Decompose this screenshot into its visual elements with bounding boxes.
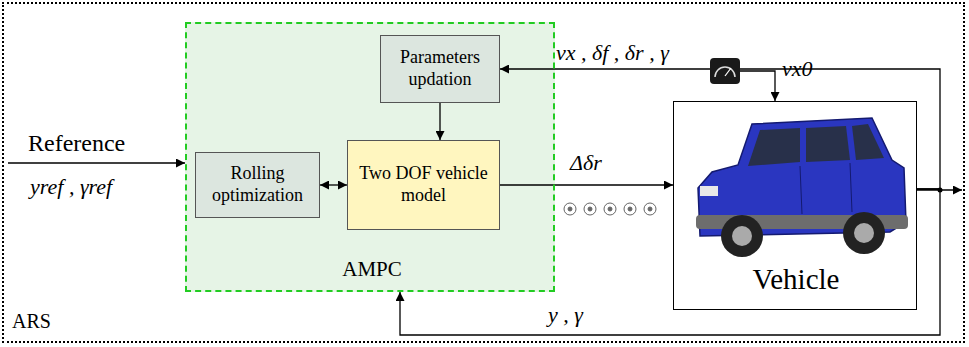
box-fill xyxy=(380,35,500,103)
box-text: Two DOF vehicle model xyxy=(354,163,493,206)
signal-name: yref , γref xyxy=(30,174,112,200)
signal-arrow xyxy=(500,184,673,185)
speed-input-line xyxy=(740,71,775,101)
system-frame: ARS AMPC Parameters updationRolling optimi… xyxy=(2,2,965,343)
junction-dot xyxy=(938,188,943,193)
edge-label: vx , δf , δr , γ xyxy=(556,40,669,66)
reference-arrow xyxy=(8,162,185,163)
box-text: Rolling optimization xyxy=(202,163,313,206)
edge-label: y , γ xyxy=(548,302,583,328)
model-box: Two DOF vehicle model xyxy=(347,140,500,230)
edge-label: Δδr xyxy=(570,150,602,176)
vehicle-illustration xyxy=(696,118,908,257)
speedometer-icon xyxy=(710,58,740,84)
signal-name: vx0 xyxy=(782,56,813,82)
controller-group: AMPC Parameters updationRolling optimizat… xyxy=(185,22,555,292)
box-text: Parameters updation xyxy=(387,47,493,90)
box-fill xyxy=(195,152,320,218)
box-fill xyxy=(673,101,917,310)
signal-arrow xyxy=(320,184,347,185)
signal-dots xyxy=(564,203,656,215)
group-label: Vehicle xyxy=(674,263,918,296)
signal-arrow xyxy=(439,103,440,140)
process-box: Rolling optimization xyxy=(195,152,320,218)
group-label: AMPC xyxy=(187,257,557,282)
group-label: ARS xyxy=(12,310,51,333)
box-fill xyxy=(347,140,500,230)
input-label: Reference xyxy=(28,130,125,157)
box-fill xyxy=(185,22,555,292)
plant-box: Vehicle xyxy=(673,101,917,310)
process-box: Parameters updation xyxy=(380,35,500,103)
